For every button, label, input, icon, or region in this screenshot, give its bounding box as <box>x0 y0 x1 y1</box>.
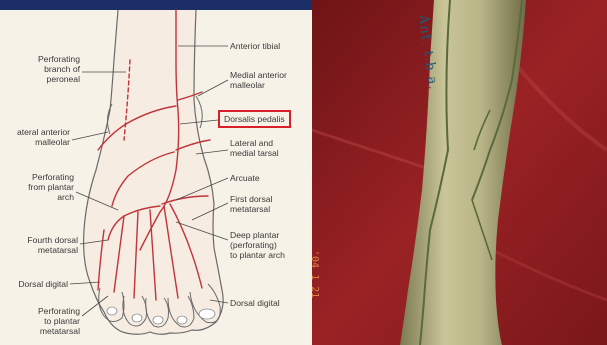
leg-photo-drawing <box>312 0 607 345</box>
label-anterior-tibial: Anterior tibial <box>230 41 280 51</box>
label-dorsal-digital-right: Dorsal digital <box>230 298 280 308</box>
label-lateral-medial-tarsal: Lateral and medial tarsal <box>230 138 279 158</box>
clinical-photo <box>312 0 607 345</box>
label-dorsalis-pedalis: Dorsalis pedalis <box>218 110 291 128</box>
date-stamp: '04 1 21 <box>309 250 320 298</box>
label-medial-anterior-malleolar: Medial anterior malleolar <box>230 70 287 90</box>
label-deep-plantar: Deep plantar (perforating) to plantar ar… <box>230 230 285 260</box>
label-lateral-anterior-malleolar: ateral anterior malleolar <box>0 127 70 147</box>
label-perforating-peroneal: Perforating branch of peroneal <box>16 54 80 84</box>
label-perforating-plantar-arch: Perforating from plantar arch <box>10 172 74 202</box>
label-arcuate: Arcuate <box>230 173 260 183</box>
label-fourth-dorsal-metatarsal: Fourth dorsal metatarsal <box>10 235 78 255</box>
header-band <box>0 0 312 10</box>
anatomical-illustration: Perforating branch of peroneal ateral an… <box>0 0 312 345</box>
label-dorsal-digital-left: Dorsal digital <box>4 279 68 289</box>
label-first-dorsal-metatarsal: First dorsal metatarsal <box>230 194 273 214</box>
label-perforating-plantar-metatarsal: Perforating to plantar metatarsal <box>16 306 80 336</box>
